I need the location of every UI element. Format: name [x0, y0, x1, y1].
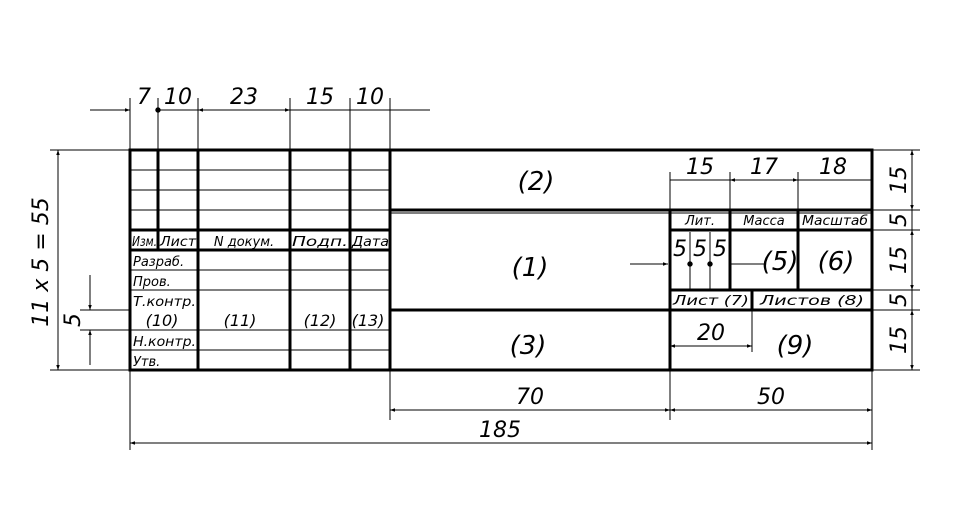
- main-field-labels: (2) (1) (3) (5) (6) (9): [510, 167, 855, 361]
- dim-15: 15: [306, 85, 334, 110]
- column-headers: Изм. Лист N докум. Подп. Дата: [132, 235, 389, 250]
- dim-inner-5c: 5: [713, 237, 727, 262]
- label-listov-8: Листов (8): [759, 294, 864, 309]
- dim-right-15c: 15: [887, 326, 912, 354]
- dim-inner-5b: 5: [693, 237, 707, 262]
- dim-total-height: 11 x 5 = 55: [29, 197, 54, 326]
- field-13: (13): [352, 311, 385, 330]
- dim-185: 185: [479, 418, 521, 443]
- top-dimension-labels: 7 10 23 15 10: [137, 85, 384, 110]
- dim-10b: 10: [356, 85, 384, 110]
- table-thick-lines: [128, 148, 874, 372]
- dim-inner-15: 15: [686, 155, 714, 180]
- left-dimension-labels: 11 x 5 = 55 5: [29, 197, 86, 327]
- dim-50: 50: [757, 385, 785, 410]
- dim-row-height: 5: [61, 313, 86, 327]
- field-10: (10): [146, 311, 179, 330]
- field-1: (1): [512, 253, 549, 283]
- header-ndoc: N докум.: [214, 235, 274, 250]
- dim-inner-5a: 5: [673, 237, 687, 262]
- table-thin-rules: [130, 169, 872, 351]
- header-data: Дата: [351, 235, 389, 250]
- header-izm: Изм.: [132, 235, 157, 250]
- label-masshtab: Масштаб: [802, 214, 868, 229]
- dim-right-15a: 15: [887, 166, 912, 194]
- field-2: (2): [518, 167, 555, 197]
- bottom-dimension-labels: 70 50 185: [479, 385, 785, 443]
- dim-23: 23: [230, 85, 258, 110]
- field-12: (12): [304, 311, 337, 330]
- role-utv: Утв.: [133, 355, 160, 370]
- role-nkontr: Н.контр.: [133, 335, 196, 350]
- right-block-labels: Лит. Масса Масштаб Лист (7) Листов (8): [672, 214, 868, 309]
- dim-inner-17: 17: [750, 155, 778, 180]
- role-tkontr: Т.контр.: [133, 295, 196, 310]
- field-3: (3): [510, 331, 547, 361]
- dim-7: 7: [137, 85, 151, 110]
- field-11: (11): [224, 311, 257, 330]
- dimension-lines: [56, 107, 914, 445]
- label-lit: Лит.: [684, 214, 715, 229]
- dim-70: 70: [516, 385, 544, 410]
- role-labels: Разраб. Пров. Т.контр. Н.контр. Утв.: [133, 255, 196, 370]
- label-list-7: Лист (7): [672, 294, 749, 309]
- dim-right-5b: 5: [887, 293, 912, 307]
- dim-right-5a: 5: [887, 213, 912, 227]
- field-9: (9): [777, 331, 814, 361]
- header-podp: Подп.: [292, 235, 348, 250]
- dim-right-15b: 15: [887, 246, 912, 274]
- dim-inner-18: 18: [819, 155, 847, 180]
- dim-inner-20: 20: [697, 321, 725, 346]
- header-list: Лист: [159, 235, 197, 250]
- right-dimension-labels: 15 5 15 5 15: [887, 166, 912, 354]
- inner-dimension-labels: 15 17 18 20 5 5 5: [673, 155, 847, 346]
- field-5: (5): [762, 247, 799, 277]
- role-razrab: Разраб.: [133, 255, 184, 270]
- dim-10: 10: [164, 85, 192, 110]
- role-prov: Пров.: [133, 275, 171, 290]
- label-massa: Масса: [743, 214, 784, 229]
- column-number-labels: (10) (11) (12) (13): [146, 311, 385, 330]
- field-6: (6): [818, 247, 855, 277]
